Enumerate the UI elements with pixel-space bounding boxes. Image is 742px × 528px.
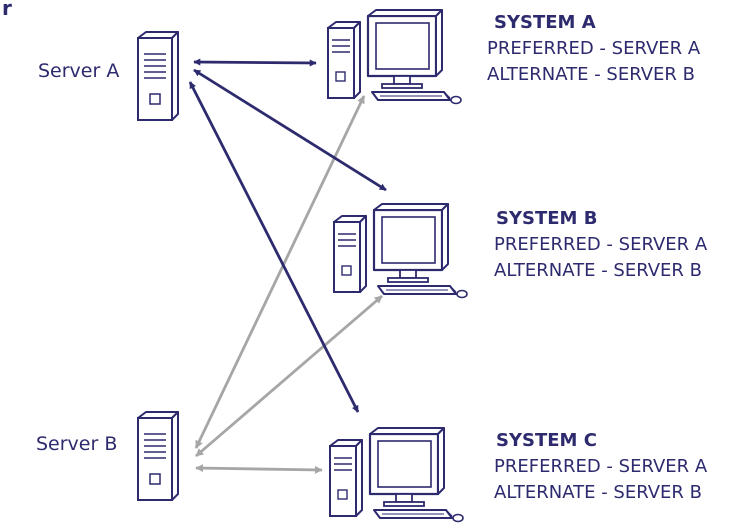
link-server-b-system-b [195, 294, 383, 458]
system-b-preferred: PREFERRED - SERVER A [494, 234, 708, 255]
system-b-alternate: ALTERNATE - SERVER B [494, 260, 703, 281]
server-b-icon [137, 411, 179, 501]
system-a-preferred: PREFERRED - SERVER A [487, 38, 701, 59]
server-b-label: Server B [36, 433, 118, 455]
system-b-workstation-icon [332, 202, 469, 299]
system-c-title: SYSTEM C [496, 430, 597, 451]
link-server-b-system-c [195, 464, 323, 474]
link-server-a-system-c [188, 81, 360, 413]
server-a-label: Server A [38, 60, 120, 82]
system-c-alternate: ALTERNATE - SERVER B [494, 482, 703, 503]
system-c-preferred: PREFERRED - SERVER A [494, 456, 708, 477]
server-a-icon [137, 31, 179, 121]
system-a-title: SYSTEM A [494, 12, 596, 33]
link-server-a-system-a [193, 58, 317, 67]
system-a-workstation-icon [326, 8, 463, 105]
system-b-title: SYSTEM B [496, 208, 598, 229]
system-a-alternate: ALTERNATE - SERVER B [487, 64, 696, 85]
clipped-heading-fragment: r [2, 0, 12, 20]
system-c-workstation-icon [328, 426, 465, 523]
